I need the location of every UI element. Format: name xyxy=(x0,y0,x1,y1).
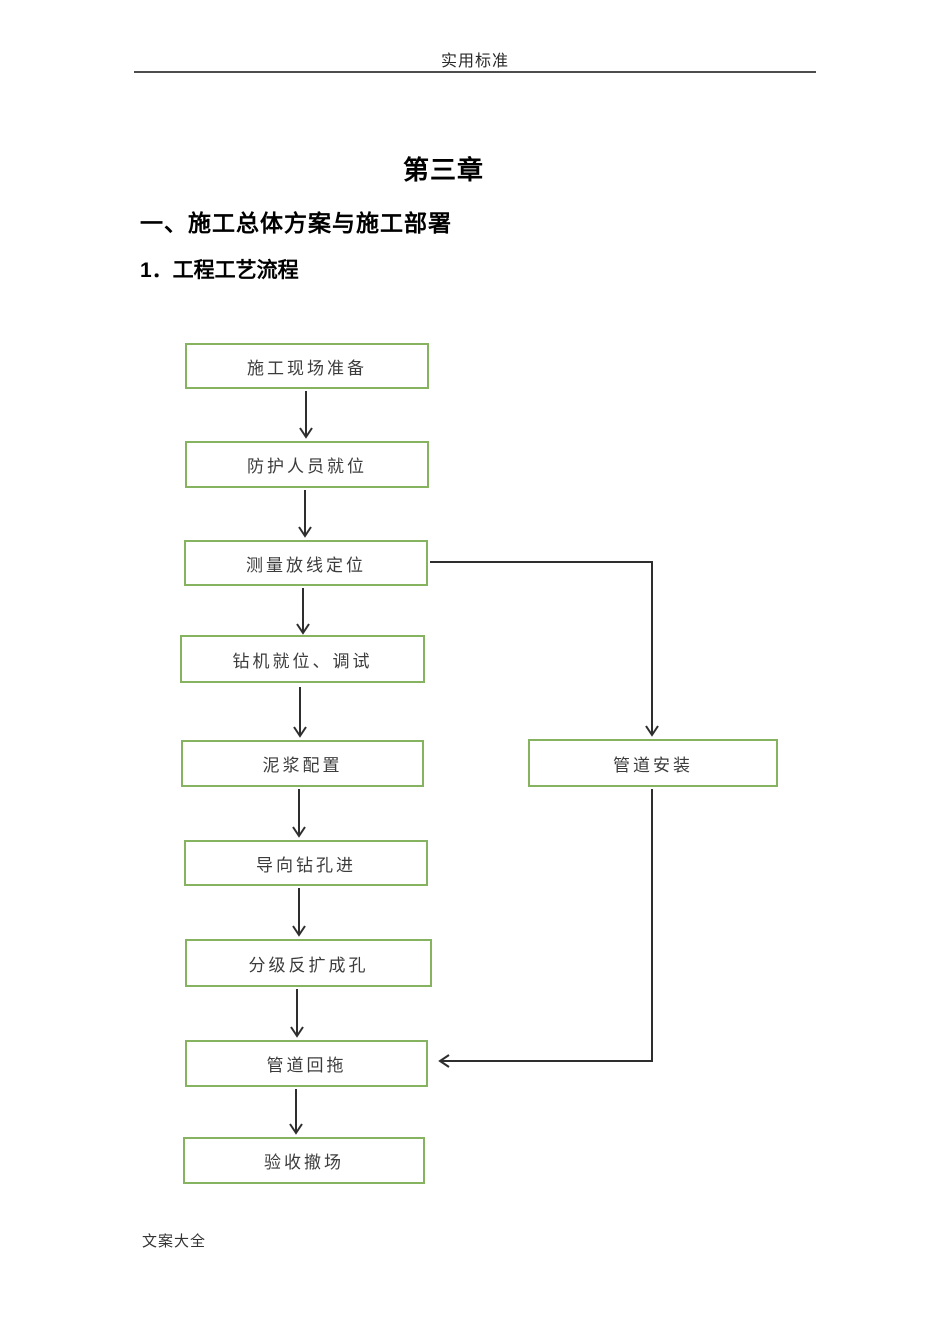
flow-box-staged-back-reaming: 分级反扩成孔 xyxy=(185,939,432,987)
flow-box-mud-preparation: 泥浆配置 xyxy=(181,740,424,787)
chapter-title: 第三章 xyxy=(403,155,485,185)
flow-box-label: 管道安装 xyxy=(613,755,693,775)
flow-box-label: 导向钻孔进 xyxy=(256,855,356,875)
flow-box-survey-layout: 测量放线定位 xyxy=(184,540,428,586)
page-footer: 文案大全 xyxy=(142,1234,207,1250)
flow-box-site-preparation: 施工现场准备 xyxy=(185,343,429,389)
flow-box-protection-personnel: 防护人员就位 xyxy=(185,441,429,488)
flow-box-acceptance-demobilization: 验收撤场 xyxy=(183,1137,425,1184)
flow-box-rig-setup-debug: 钻机就位、调试 xyxy=(180,635,425,683)
page-header: 实用标准 xyxy=(440,53,509,70)
section-heading: 一、施工总体方案与施工部署 xyxy=(140,210,452,236)
flow-box-pipe-pullback: 管道回拖 xyxy=(185,1040,428,1087)
flow-box-label: 防护人员就位 xyxy=(247,457,367,476)
flow-box-label: 施工现场准备 xyxy=(247,358,367,378)
flow-box-label: 验收撤场 xyxy=(264,1153,344,1172)
flow-box-label: 分级反扩成孔 xyxy=(248,955,369,975)
flow-box-label: 测量放线定位 xyxy=(246,555,366,575)
subsection-heading: 1．工程工艺流程 xyxy=(140,259,299,282)
flow-box-pilot-drilling: 导向钻孔进 xyxy=(184,840,428,886)
flow-box-pipe-installation: 管道安装 xyxy=(528,739,778,787)
header-rule xyxy=(134,71,816,73)
flow-box-label: 泥浆配置 xyxy=(262,756,343,775)
flow-box-label: 钻机就位、调试 xyxy=(232,651,373,671)
flow-box-label: 管道回拖 xyxy=(266,1056,347,1075)
